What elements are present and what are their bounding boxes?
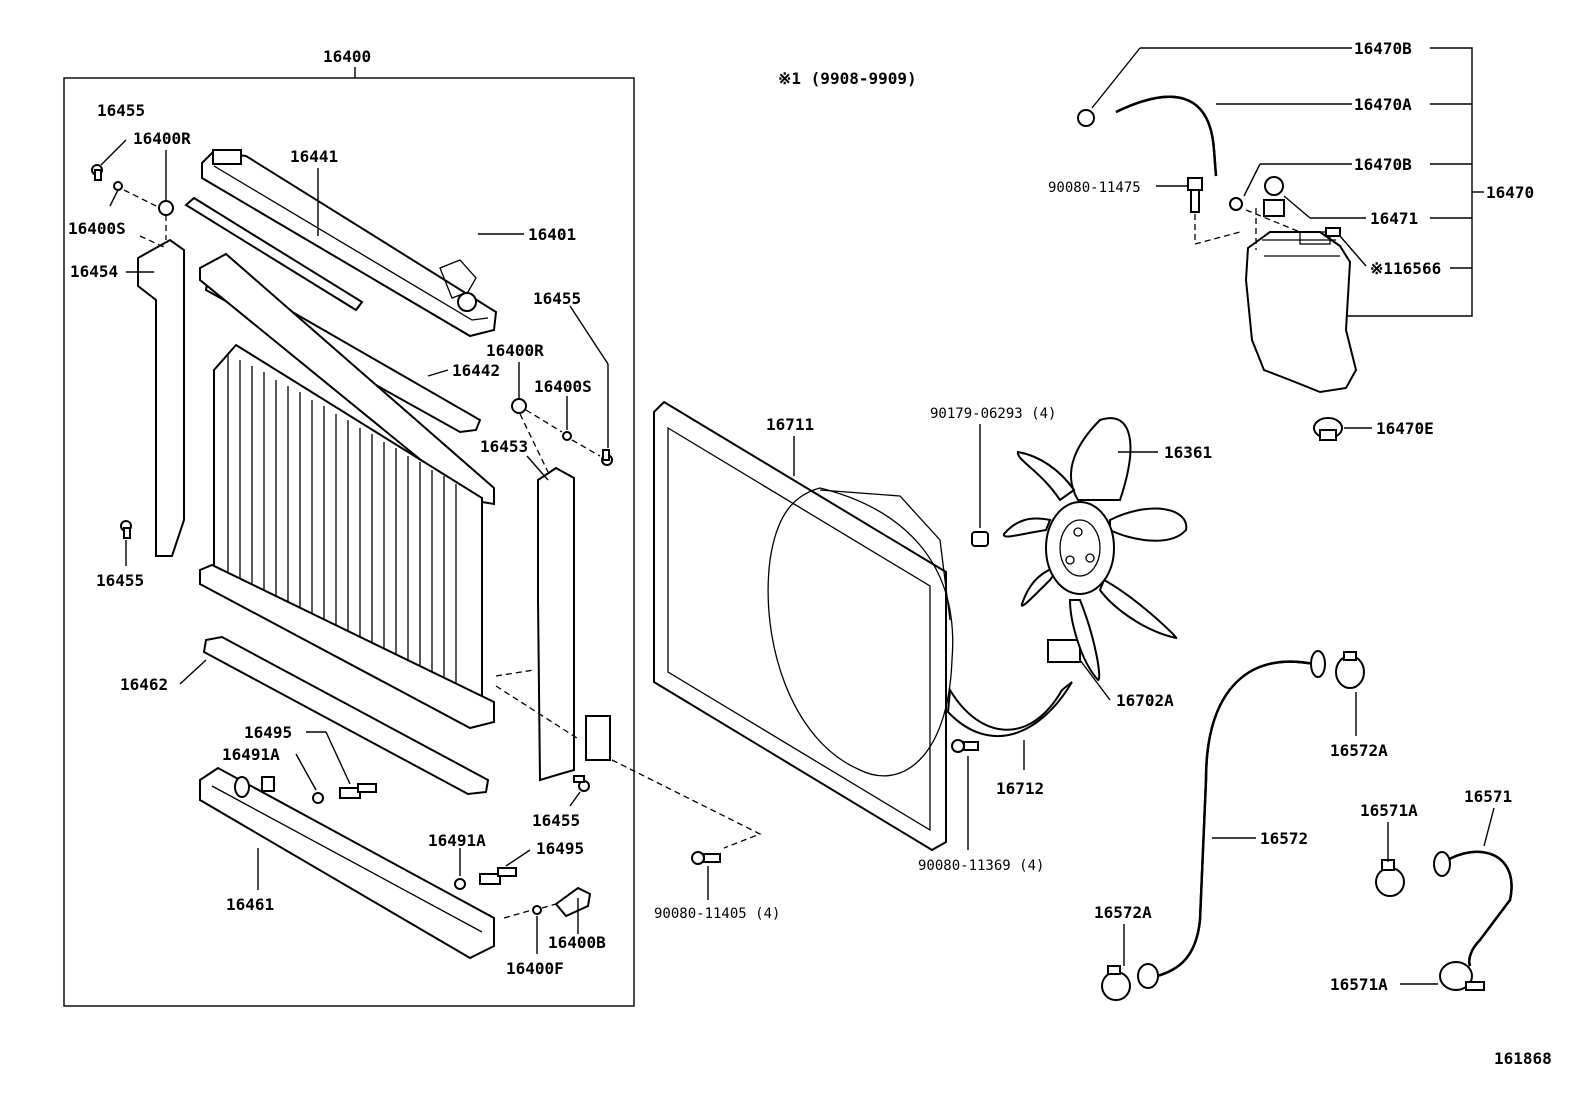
clamp-16572A-lower (1101, 965, 1131, 1001)
reservoir-cap-16471 (1264, 176, 1284, 196)
clamp-16470B-lower (1229, 197, 1243, 211)
clamp-16470B-upper (1077, 109, 1095, 127)
drain-cock-16400B (554, 886, 592, 918)
label-16470A: 16470A (1354, 95, 1412, 114)
label-16712: 16712 (996, 779, 1044, 798)
label-16495-a: 16495 (244, 723, 292, 742)
drain-plug-16470E (1313, 417, 1343, 441)
label-90080-11369: 90080-11369 (4) (918, 858, 1044, 874)
label-16455-d: 16455 (532, 811, 580, 830)
label-16471: 16471 (1370, 209, 1418, 228)
bolt-16455-left-lower (120, 520, 132, 539)
bolt-16455-upper (91, 164, 103, 181)
fan-shroud (653, 400, 954, 852)
hose-16572 (1149, 660, 1315, 980)
clamp-16571A-upper (1375, 859, 1405, 897)
bolt-90080-11405 (691, 851, 721, 865)
label-16462: 16462 (120, 675, 168, 694)
cooling-fan (1002, 417, 1188, 682)
label-16400B: 16400B (548, 933, 606, 952)
label-16461: 16461 (226, 895, 274, 914)
bolt-16455-right (601, 449, 613, 466)
label-16470B-b: 16470B (1354, 155, 1412, 174)
label-16400R-b: 16400R (486, 341, 544, 360)
right-side-support (537, 466, 575, 782)
upper-seal-strip (184, 196, 364, 312)
clamp-16571A-lower (1439, 961, 1485, 991)
label-16401: 16401 (528, 225, 576, 244)
label-90179-06293: 90179-06293 (4) (930, 406, 1056, 422)
drain-16495-lower (479, 867, 517, 885)
oring-16400S-left (113, 181, 123, 191)
label-16400S-a: 16400S (68, 219, 126, 238)
drain-16495-upper (339, 783, 377, 799)
label-16572: 16572 (1260, 829, 1308, 848)
note-text: ※1 (9908-9909) (778, 69, 917, 88)
figure-number: 161868 (1494, 1049, 1552, 1068)
hose-16571 (1443, 850, 1513, 967)
bracket-16702A (1047, 639, 1081, 663)
label-16455-b: 16455 (96, 571, 144, 590)
label-16572A-a: 16572A (1330, 741, 1388, 760)
oring-16491A-lower (454, 878, 466, 890)
oring-16400F (532, 905, 542, 915)
radiator-assembly-group: 16400 (63, 47, 635, 1007)
label-16495-b: 16495 (536, 839, 584, 858)
bolt-16455-right-lower (573, 775, 590, 792)
label-16455-a: 16455 (97, 101, 145, 120)
label-16571A-a: 16571A (1360, 801, 1418, 820)
radiator-core (199, 252, 495, 730)
label-116566: ※116566 (1370, 259, 1441, 278)
label-16571: 16571 (1464, 787, 1512, 806)
upper-tank (201, 149, 498, 338)
label-16571A-b: 16571A (1330, 975, 1388, 994)
oring-16400S-right (562, 431, 572, 441)
label-16454: 16454 (70, 262, 118, 281)
label-16400S-b: 16400S (534, 377, 592, 396)
label-16441: 16441 (290, 147, 338, 166)
fan-guard (946, 681, 1073, 738)
label-90080-11475: 90080-11475 (1048, 180, 1141, 196)
oring-16491A-upper (312, 792, 324, 804)
nut-90179-06293 (971, 531, 989, 547)
spacer-block (585, 715, 611, 761)
label-16361: 16361 (1164, 443, 1212, 462)
label-16470: 16470 (1486, 183, 1534, 202)
label-16453: 16453 (480, 437, 528, 456)
lower-tank (199, 766, 495, 960)
label-16491A-a: 16491A (222, 745, 280, 764)
label-16572A-b: 16572A (1094, 903, 1152, 922)
bolt-90080-11369 (951, 739, 979, 753)
label-16491A-b: 16491A (428, 831, 486, 850)
label-90080-11405: 90080-11405 (4) (654, 906, 780, 922)
label-16455-c: 16455 (533, 289, 581, 308)
label-plate-116566 (1325, 227, 1341, 237)
label-16442: 16442 (452, 361, 500, 380)
label-16470B-a: 16470B (1354, 39, 1412, 58)
label-16702A: 16702A (1116, 691, 1174, 710)
label-16400: 16400 (323, 47, 371, 66)
reservoir-tank (1244, 231, 1358, 394)
label-16711: 16711 (766, 415, 814, 434)
reservoir-group (1077, 47, 1484, 441)
cushion-16400R-left (158, 200, 174, 216)
assembly-frame (63, 77, 635, 1007)
label-16400R-a: 16400R (133, 129, 191, 148)
left-side-support (137, 238, 185, 557)
cushion-16400R-right (511, 398, 527, 414)
clamp-16572A-upper (1335, 651, 1365, 689)
label-16470E: 16470E (1376, 419, 1434, 438)
label-16400F: 16400F (506, 959, 564, 978)
lower-gasket (202, 635, 490, 796)
bolt-90080-11475 (1187, 177, 1203, 213)
